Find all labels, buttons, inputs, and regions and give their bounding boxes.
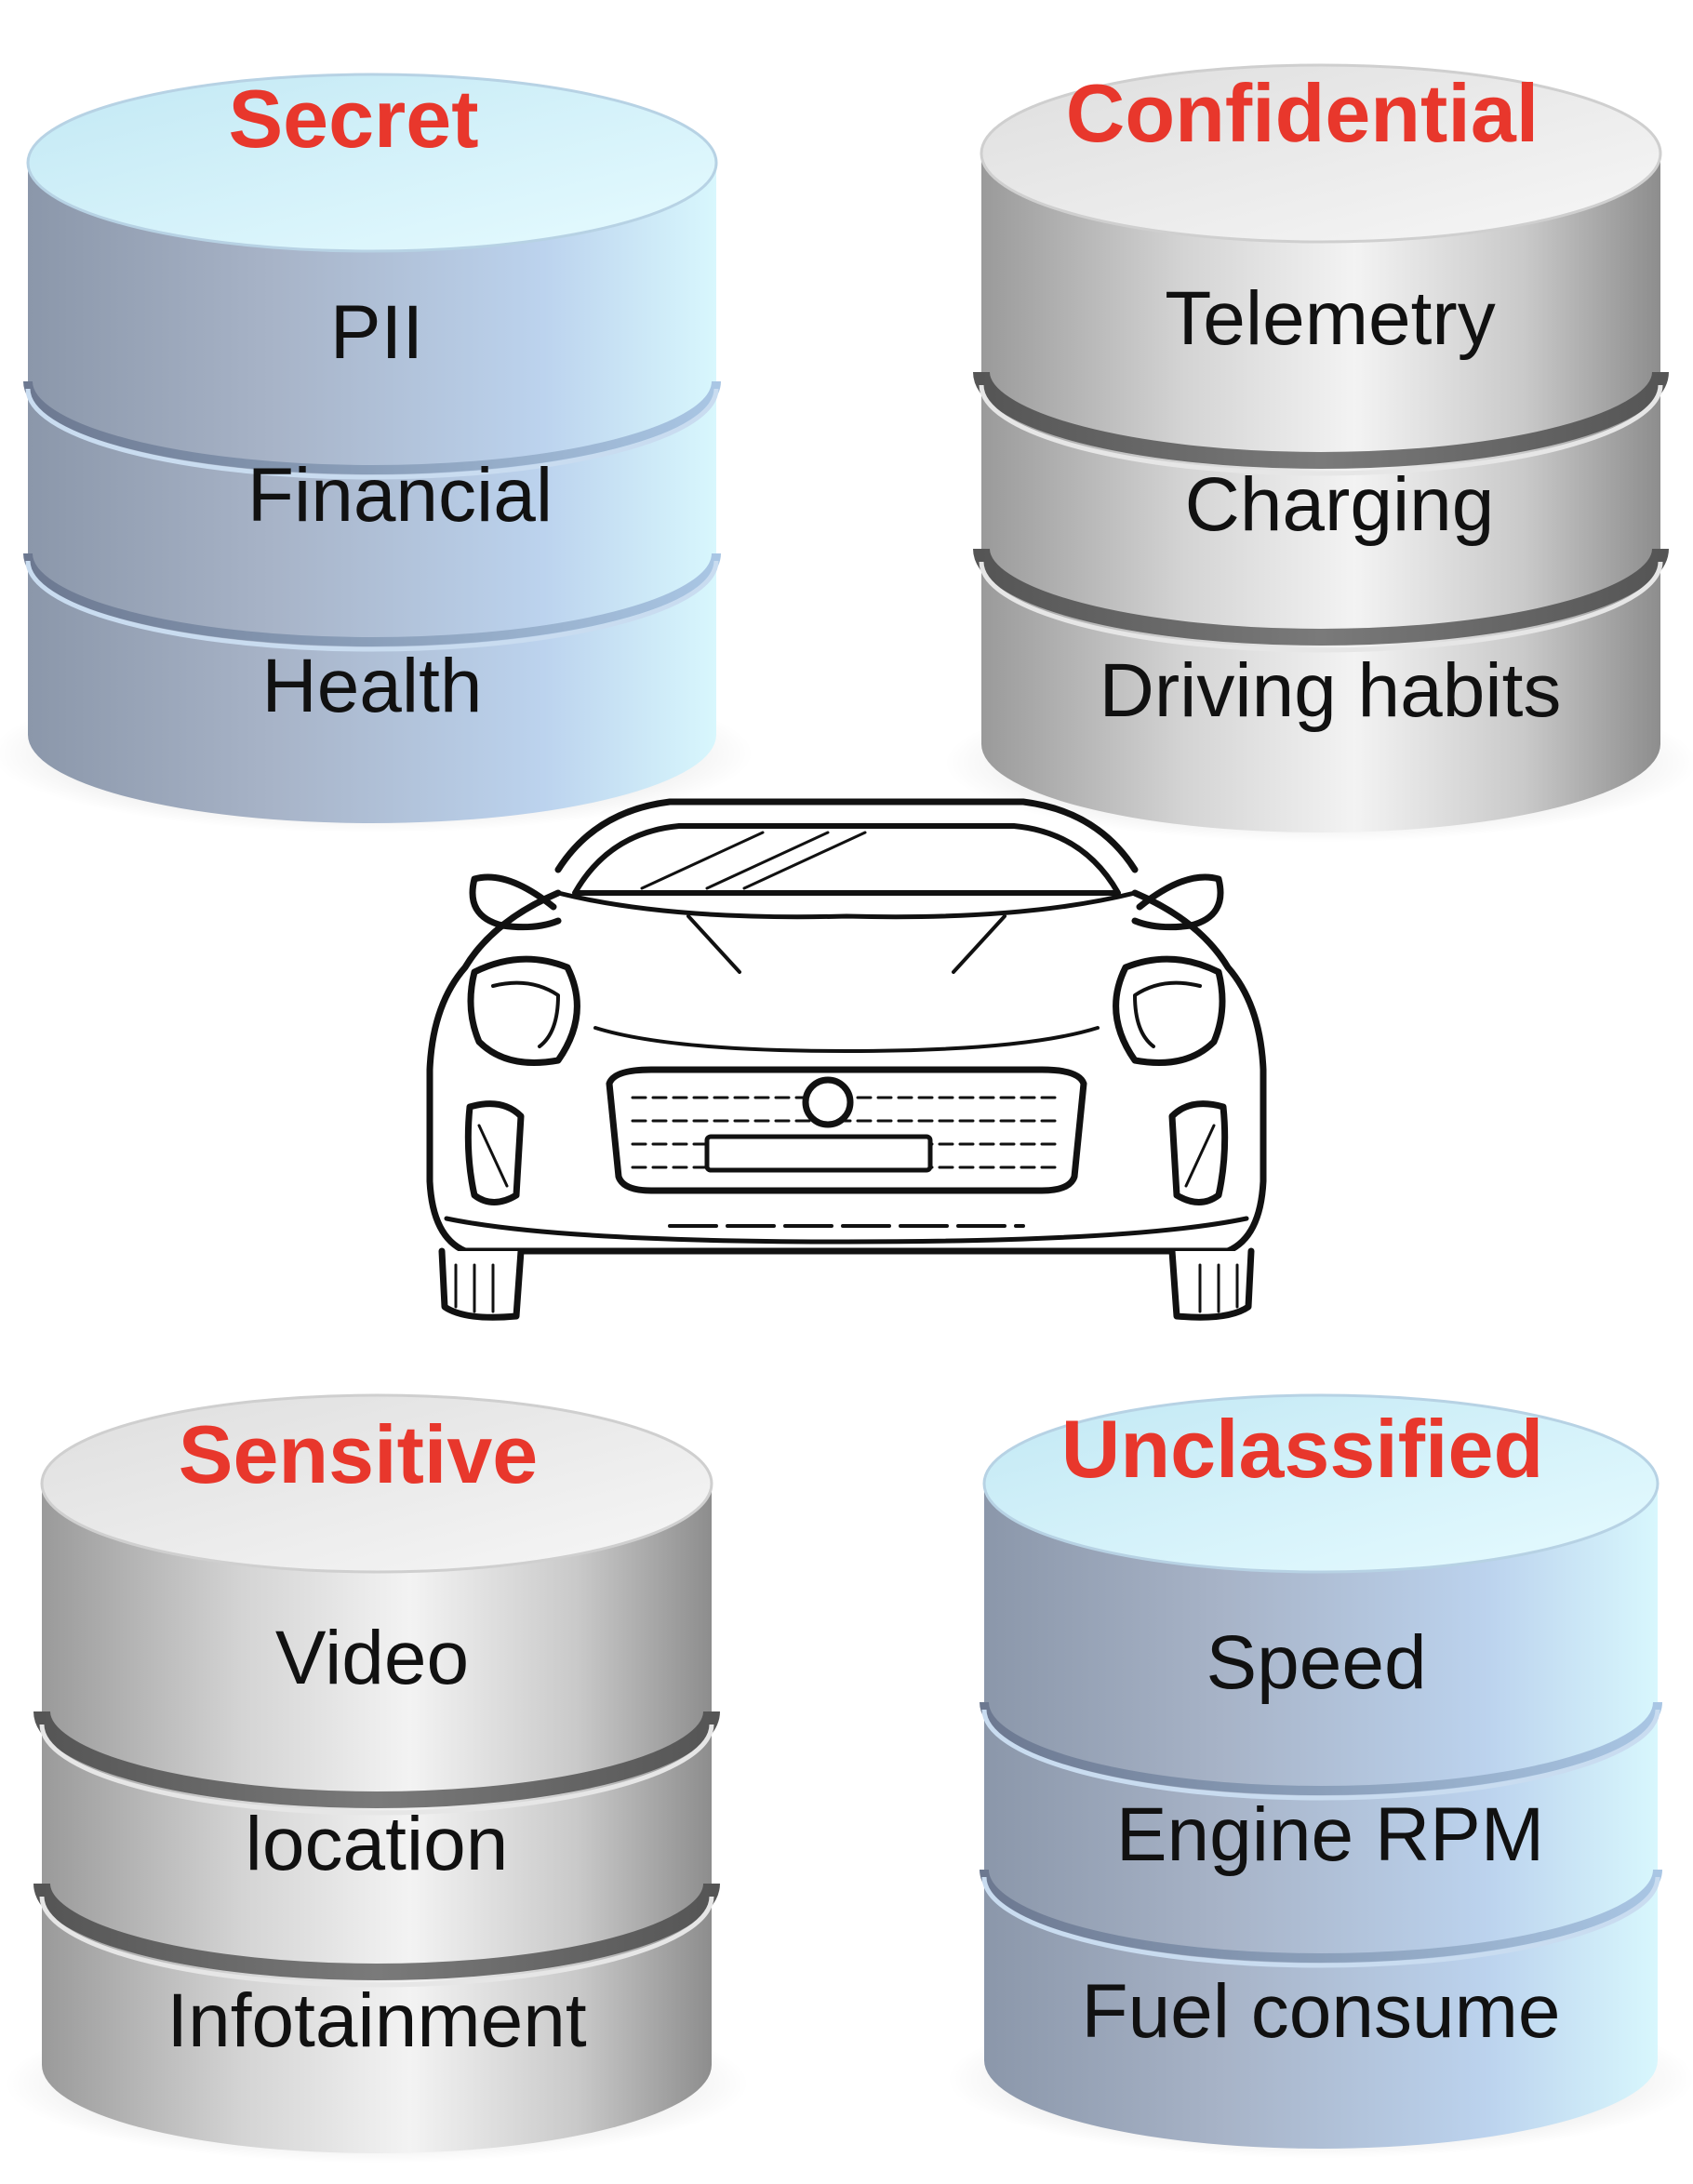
database-top [40, 1393, 713, 1574]
database-item: Health [261, 644, 482, 728]
database-item: PII [330, 290, 423, 375]
database-item: Video [275, 1616, 469, 1700]
database-item: Speed [1206, 1620, 1426, 1705]
database-cylinder-icon [28, 163, 716, 823]
database-item: Infotainment [167, 1978, 586, 2063]
database-ring [23, 380, 721, 474]
database-title-secret: Secret [228, 73, 478, 165]
database-ring [980, 1701, 1662, 1795]
database-ring [980, 1869, 1662, 1963]
database-top [982, 1393, 1660, 1574]
database-item: Financial [247, 453, 553, 538]
database-ring [33, 1711, 720, 1808]
database-ring [23, 553, 721, 646]
database-ring-highlight [979, 561, 1663, 653]
sports-car-front-icon [426, 798, 1267, 1321]
database-ring [33, 1883, 720, 1980]
database-ring-highlight [981, 1876, 1660, 1968]
database-ring-highlight [25, 560, 719, 652]
database-ring-highlight [981, 1709, 1660, 1801]
database-title-confidential: Confidential [1066, 67, 1539, 159]
database-title-unclassified: Unclassified [1061, 1403, 1543, 1495]
database-top [26, 73, 718, 253]
database-ring-highlight [25, 388, 719, 480]
database-top [980, 63, 1662, 244]
database-cylinder-icon [981, 153, 1660, 832]
database-ring-highlight [39, 1896, 714, 1988]
database-ring-highlight [979, 384, 1663, 476]
database-item: Fuel consume [1081, 1969, 1560, 2054]
database-item: Telemetry [1165, 276, 1495, 361]
database-ring-highlight [39, 1724, 714, 1816]
database-item: Charging [1185, 462, 1495, 547]
database-cylinder-icon [42, 1484, 712, 2153]
database-title-sensitive: Sensitive [179, 1408, 538, 1500]
database-ring [973, 548, 1669, 646]
database-item: Engine RPM [1116, 1792, 1544, 1877]
database-item: Driving habits [1100, 648, 1562, 733]
database-item: location [246, 1802, 509, 1886]
database-ring [973, 371, 1669, 469]
database-cylinder-icon [984, 1484, 1658, 2149]
